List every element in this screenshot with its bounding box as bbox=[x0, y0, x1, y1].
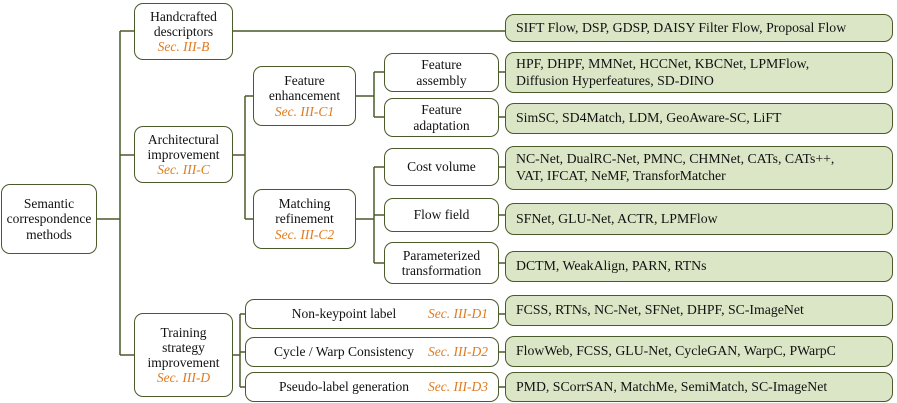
root-line-3: methods bbox=[26, 226, 72, 242]
methods-param-line-1: DCTM, WeakAlign, PARN, RTNs bbox=[516, 258, 707, 274]
branch-architectural-section: Sec. III-C bbox=[157, 162, 210, 178]
sub-enhancement-line-1: Feature bbox=[284, 73, 325, 89]
methods-cost-line-2: VAT, IFCAT, NeMF, TransforMatcher bbox=[516, 168, 726, 183]
sub-param-line-2: transformation bbox=[401, 263, 482, 278]
sub-assembly-line-1: Feature bbox=[421, 57, 462, 73]
sub-adaptation-line-2: adaptation bbox=[413, 117, 470, 133]
methods-cost-volume: NC-Net, DualRC-Net, PMNC, CHMNet, CATs, … bbox=[505, 146, 893, 190]
sub-nonkey-section: Sec. III-D1 bbox=[428, 306, 488, 322]
sub-flow-field: Flow field bbox=[384, 198, 499, 232]
root-node: Semantic correspondence methods bbox=[1, 184, 97, 254]
sub-matching-line-2: refinement bbox=[275, 211, 334, 227]
methods-pseudo-line-1: PMD, SCorrSAN, MatchMe, SemiMatch, SC-Im… bbox=[516, 378, 828, 394]
sub-cycle-section: Sec. III-D2 bbox=[428, 344, 488, 360]
branch-training-line-2: strategy bbox=[162, 339, 205, 355]
methods-pseudo-label-generation: PMD, SCorrSAN, MatchMe, SemiMatch, SC-Im… bbox=[505, 372, 893, 402]
sub-nonkey-label: Non-keypoint label bbox=[291, 306, 397, 322]
branch-handcrafted-line-1: Handcrafted bbox=[150, 8, 217, 24]
sub-matching-line-1: Matching bbox=[278, 196, 331, 212]
methods-cost-line-1: NC-Net, DualRC-Net, PMNC, CHMNet, CATs, … bbox=[516, 151, 835, 167]
sub-assembly-line-2: assembly bbox=[416, 72, 467, 88]
sub-pseudo-label: Pseudo-label generation bbox=[278, 379, 410, 395]
sub-matching-refinement: Matching refinement Sec. III-C2 bbox=[253, 189, 356, 249]
sub-cycle-label: Cycle / Warp Consistency bbox=[274, 344, 415, 360]
methods-assembly-line-2: Diffusion Hyperfeatures, SD-DINO bbox=[516, 72, 714, 88]
methods-handcrafted-line-1: SIFT Flow, DSP, GDSP, DAISY Filter Flow,… bbox=[516, 19, 847, 35]
methods-feature-assembly: HPF, DHPF, MMNet, HCCNet, KBCNet, LPMFlo… bbox=[505, 52, 893, 93]
root-line-1: Semantic bbox=[23, 196, 75, 212]
sub-feature-adaptation: Feature adaptation bbox=[384, 98, 499, 137]
methods-parameterized-transformation: DCTM, WeakAlign, PARN, RTNs bbox=[505, 251, 893, 282]
sub-cost-volume: Cost volume bbox=[384, 148, 499, 186]
sub-pseudo-section: Sec. III-D3 bbox=[428, 379, 488, 395]
methods-flow-field: SFNet, GLU-Net, ACTR, LPMFlow bbox=[505, 203, 893, 235]
root-line-2: correspondence bbox=[6, 211, 92, 227]
methods-nonkey-line-1: FCSS, RTNs, NC-Net, SFNet, DHPF, SC-Imag… bbox=[516, 302, 804, 318]
branch-architectural-improvement: Architectural improvement Sec. III-C bbox=[134, 126, 233, 183]
methods-cycle-warp-consistency: FlowWeb, FCSS, GLU-Net, CycleGAN, WarpC,… bbox=[505, 336, 893, 367]
methods-adaptation-line-1: SimSC, SD4Match, LDM, GeoAware-SC, LiFT bbox=[516, 110, 782, 126]
sub-param-line-1: Parameterized bbox=[402, 247, 481, 263]
methods-flow-line-1: SFNet, GLU-Net, ACTR, LPMFlow bbox=[516, 210, 718, 226]
branch-handcrafted-section: Sec. III-B bbox=[157, 39, 210, 55]
sub-flow-line-1: Flow field bbox=[413, 207, 470, 223]
sub-non-keypoint-label: Non-keypoint label Sec. III-D1 bbox=[245, 299, 499, 329]
sub-cost-line-1: Cost volume bbox=[407, 159, 476, 175]
methods-feature-adaptation: SimSC, SD4Match, LDM, GeoAware-SC, LiFT bbox=[505, 103, 893, 134]
sub-pseudo-label-generation: Pseudo-label generation Sec. III-D3 bbox=[245, 372, 499, 402]
branch-training-line-3: improvement bbox=[147, 355, 220, 370]
methods-handcrafted: SIFT Flow, DSP, GDSP, DAISY Filter Flow,… bbox=[505, 14, 893, 42]
methods-non-keypoint-label: FCSS, RTNs, NC-Net, SFNet, DHPF, SC-Imag… bbox=[505, 295, 893, 326]
sub-enhancement-line-2: enhancement bbox=[268, 88, 341, 104]
sub-feature-enhancement: Feature enhancement Sec. III-C1 bbox=[253, 66, 356, 126]
branch-architectural-line-1: Architectural bbox=[147, 131, 220, 147]
branch-handcrafted-line-2: descriptors bbox=[153, 23, 214, 39]
sub-adaptation-line-1: Feature bbox=[421, 102, 462, 118]
sub-enhancement-section: Sec. III-C1 bbox=[274, 103, 335, 119]
sub-cycle-warp-consistency: Cycle / Warp Consistency Sec. III-D2 bbox=[245, 337, 499, 367]
sub-matching-section: Sec. III-C2 bbox=[274, 226, 335, 242]
methods-assembly-line-1: HPF, DHPF, MMNet, HCCNet, KBCNet, LPMFlo… bbox=[516, 55, 810, 71]
sub-feature-assembly: Feature assembly bbox=[384, 53, 499, 92]
branch-training-strategy: Training strategy improvement Sec. III-D bbox=[134, 313, 233, 397]
sub-parameterized-transformation: Parameterized transformation bbox=[384, 242, 499, 284]
branch-training-line-1: Training bbox=[160, 324, 207, 340]
branch-architectural-line-2: improvement bbox=[147, 146, 220, 162]
branch-handcrafted-descriptors: Handcrafted descriptors Sec. III-B bbox=[134, 3, 233, 60]
methods-cycle-line-1: FlowWeb, FCSS, GLU-Net, CycleGAN, WarpC,… bbox=[516, 343, 836, 359]
branch-training-section: Sec. III-D bbox=[156, 370, 211, 386]
